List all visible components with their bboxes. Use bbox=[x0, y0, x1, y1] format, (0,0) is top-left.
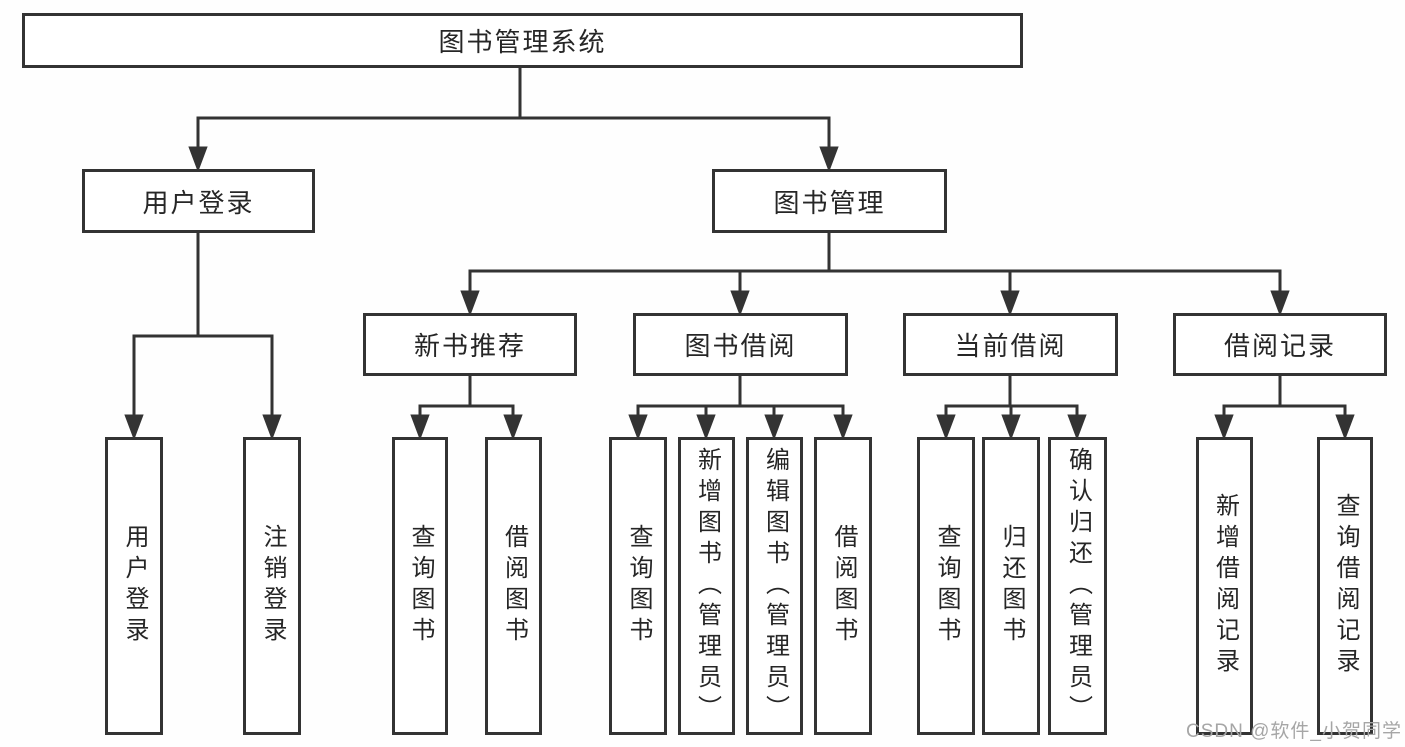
connector-root-to-level2 bbox=[188, 66, 839, 173]
node-borrowing-records: 借阅记录 bbox=[1173, 313, 1387, 376]
node-current-borrowing: 当前借阅 bbox=[903, 313, 1118, 376]
leaf-bb-borrow-books: 借阅图书 bbox=[814, 437, 872, 735]
connector-book-management-branch bbox=[460, 231, 1290, 317]
connector-current-borrowing-branch bbox=[936, 374, 1087, 441]
node-new-book-recommend: 新书推荐 bbox=[363, 313, 577, 376]
watermark: CSDN @软件_小贺同学 bbox=[1186, 721, 1402, 742]
connector-new-book-recommend-branch bbox=[410, 374, 523, 441]
connector-user-login-branch bbox=[124, 231, 282, 441]
node-user-login: 用户登录 bbox=[82, 169, 315, 233]
node-library-system: 图书管理系统 bbox=[22, 13, 1023, 68]
leaf-logout: 注销登录 bbox=[243, 437, 301, 735]
leaf-bb-edit-books-admin: 编辑图书（管理员） bbox=[746, 437, 803, 735]
leaf-br-add-borrow-record: 新增借阅记录 bbox=[1196, 437, 1253, 735]
leaf-nbr-borrow-books: 借阅图书 bbox=[485, 437, 542, 735]
node-book-borrowing: 图书借阅 bbox=[633, 313, 848, 376]
leaf-bb-add-books-admin: 新增图书（管理员） bbox=[678, 437, 735, 735]
leaf-cb-query-books: 查询图书 bbox=[917, 437, 975, 735]
leaf-user-login: 用户登录 bbox=[105, 437, 163, 735]
leaf-bb-query-books: 查询图书 bbox=[609, 437, 667, 735]
leaf-cb-confirm-return-admin: 确认归还（管理员） bbox=[1048, 437, 1107, 735]
connector-borrowing-records-branch bbox=[1214, 374, 1355, 441]
leaf-cb-return-books: 归还图书 bbox=[982, 437, 1040, 735]
node-book-management: 图书管理 bbox=[712, 169, 947, 233]
leaf-nbr-query-books: 查询图书 bbox=[392, 437, 448, 735]
leaf-br-query-borrow-record: 查询借阅记录 bbox=[1317, 437, 1373, 735]
connector-book-borrowing-branch bbox=[628, 374, 853, 441]
